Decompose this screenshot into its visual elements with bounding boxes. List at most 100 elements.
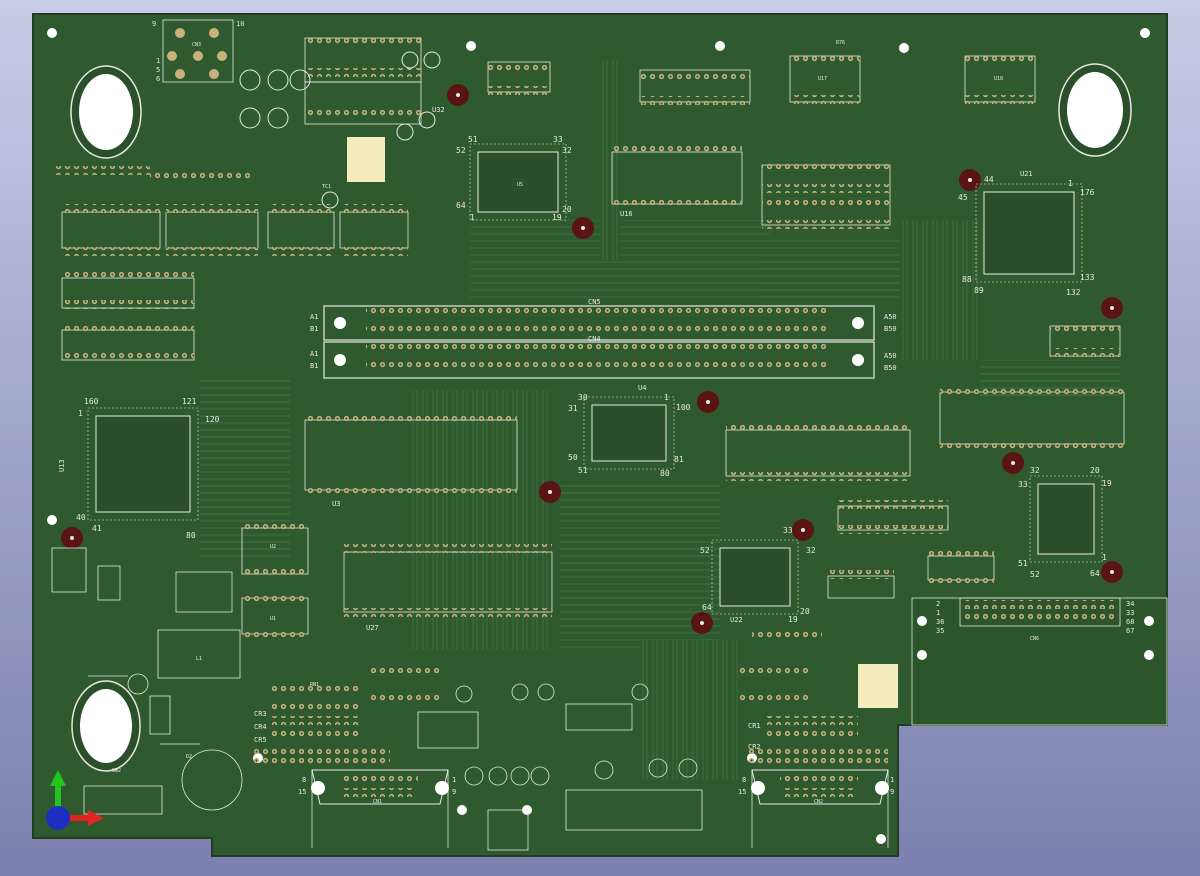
u21-pin-133: 133 <box>1080 273 1095 282</box>
cn6-pin-34: 34 <box>1126 600 1134 608</box>
cn1-pin-9: 9 <box>452 788 456 796</box>
u27-label: U27 <box>366 624 379 632</box>
cn1-pin-8: 8 <box>302 776 306 784</box>
u4-pin-30: 30 <box>578 393 588 402</box>
u4-label: U4 <box>638 384 646 392</box>
u16-label: U16 <box>620 210 633 218</box>
u4-pin-81: 81 <box>674 455 684 464</box>
fiducial-centers <box>70 93 1114 625</box>
cn4-b50: B50 <box>884 364 897 372</box>
u32-label: U32 <box>432 106 445 114</box>
cr5-label: CR5 <box>254 736 267 744</box>
cn6-label: CN6 <box>1030 636 1039 642</box>
cn1-pin-15: 15 <box>298 788 306 796</box>
tc1-label: TC1 <box>322 184 331 190</box>
qfp64b-pin-32: 32 <box>1030 466 1040 475</box>
u5-pin-64: 64 <box>456 201 466 210</box>
cn4-label: CN4 <box>588 335 601 343</box>
u4-pin-50: 50 <box>568 453 578 462</box>
u13-pin-40: 40 <box>76 513 86 522</box>
cn2-label: CN2 <box>814 799 823 805</box>
mounting-hole-bottom-left <box>71 680 141 772</box>
u13-pin-160: 160 <box>84 397 99 406</box>
trace-zone <box>900 220 980 360</box>
qfp64-right-lower: 32 20 33 19 51 52 64 1 <box>1018 466 1112 579</box>
qfp64b-pin-51: 51 <box>1018 559 1028 568</box>
cn5-b50: B50 <box>884 325 897 333</box>
u3-label: U3 <box>332 500 340 508</box>
cn5-b1: B1 <box>310 325 318 333</box>
cn6-pin-36: 36 <box>936 618 944 626</box>
u3-dip-ic: U3 <box>304 416 518 508</box>
u2-label: U2 <box>270 544 276 550</box>
small-holes <box>47 28 1154 844</box>
u22-pin-19: 19 <box>788 615 798 624</box>
cn5-edge-connector: CN5 A1 B1 A50 B50 <box>310 298 897 341</box>
u16-dip-ic: U16 <box>487 61 751 218</box>
bottom-centre-parts <box>417 683 703 851</box>
cr2-label: CR2 <box>748 743 761 751</box>
cn1-dsub-connector: CN1 8 15 1 9 <box>298 769 456 848</box>
u5-pin-20: 20 <box>562 205 572 214</box>
u4-pin-80: 80 <box>660 469 670 478</box>
u21-pin-1: 1 <box>1068 179 1073 188</box>
l1-label: L1 <box>196 656 202 662</box>
cn5-a50: A50 <box>884 313 897 321</box>
u5-pin-33: 33 <box>553 135 563 144</box>
u13-pin-121: 121 <box>182 397 197 406</box>
dip-ic-block-upper-right <box>761 160 891 229</box>
u22-pin-20: 20 <box>800 607 810 616</box>
qfp64b-pin-1: 1 <box>1102 553 1107 562</box>
mounting-hole-top-right <box>1058 63 1132 157</box>
u13-pin-1: 1 <box>78 409 83 418</box>
u22-label: U22 <box>730 616 743 624</box>
u4-qfp100: U4 30 1 31 100 50 81 51 80 <box>568 384 691 478</box>
u21-pin-44: 44 <box>984 175 994 184</box>
fiducial-markers <box>61 84 1123 634</box>
cn2-pin-15: 15 <box>738 788 746 796</box>
crystal-body <box>858 664 898 708</box>
cn6-pin-33: 33 <box>1126 609 1134 617</box>
cn4-a1: A1 <box>310 350 318 358</box>
electrolytic-capacitors <box>239 51 441 209</box>
u22-pin-52: 52 <box>700 546 710 555</box>
u18-label: U18 <box>994 76 1003 82</box>
r76-label: R76 <box>836 40 845 46</box>
u5-pin-52: 52 <box>456 146 466 155</box>
u1-soic: U1 <box>241 594 309 637</box>
cn6-pin-67: 67 <box>1126 627 1134 635</box>
cn4-b1: B1 <box>310 362 318 370</box>
cn4-a50: A50 <box>884 352 897 360</box>
mounting-hole-top-left <box>70 65 142 159</box>
cn2-pin-8: 8 <box>742 776 746 784</box>
u27-dip-ic: U27 <box>343 544 553 632</box>
trace-zone <box>410 390 550 650</box>
cn2-pin-1: 1 <box>890 776 894 784</box>
trace-zone <box>600 60 620 260</box>
cn3-pin-9: 9 <box>152 20 156 28</box>
cn3-pin-10: 10 <box>236 20 244 28</box>
d2-label: D2 <box>186 754 192 760</box>
trace-zone <box>640 640 740 780</box>
u22-pin-32: 32 <box>806 546 816 555</box>
u2-soic: U2 <box>241 524 309 577</box>
u5-label: U5 <box>517 182 523 188</box>
u5-pin-19: 19 <box>552 213 562 222</box>
u21-pin-176: 176 <box>1080 188 1095 197</box>
u21-pin-132: 132 <box>1066 288 1081 297</box>
u1-label: U1 <box>270 616 276 622</box>
u22-qfp64: 33 52 32 64 20 19 U22 <box>700 526 816 624</box>
qfp64b-pin-52: 52 <box>1030 570 1040 579</box>
rn1-resistor-network: RN1 CR3 CR4 CR5 <box>250 664 440 767</box>
cr3-label: CR3 <box>254 710 267 718</box>
cn6-pin-1: 1 <box>936 609 940 617</box>
u21-pin-45: 45 <box>958 193 968 202</box>
cn3-label: CN3 <box>192 42 201 48</box>
u4-pin-31: 31 <box>568 404 578 413</box>
u13-qfp160: U13 160 121 1 120 40 41 80 <box>58 397 220 540</box>
xyz-axis-gizmo-icon <box>46 770 104 830</box>
cn4-edge-connector: CN4 A1 B1 A50 B50 <box>310 335 897 379</box>
cn6-pin-68: 68 <box>1126 618 1134 626</box>
